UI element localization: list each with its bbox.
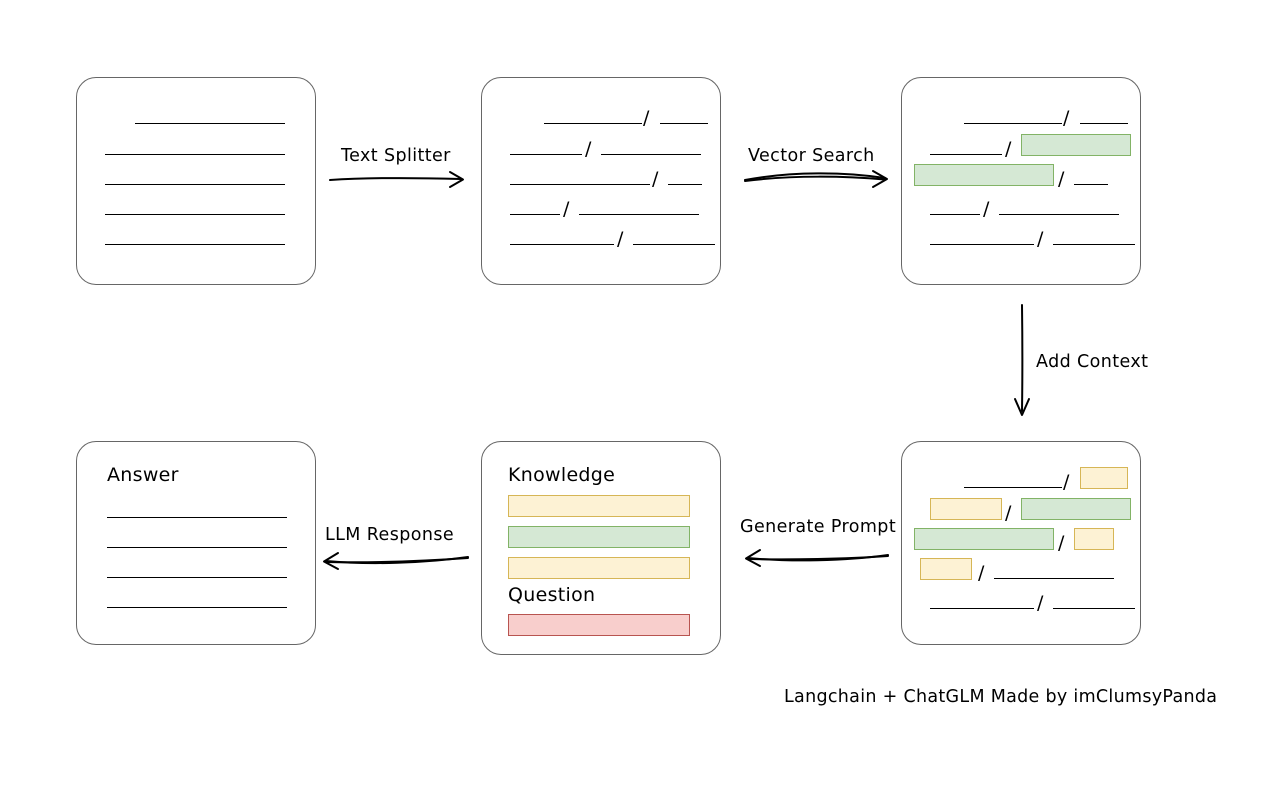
retrieved-chunk-highlight[interactable] — [914, 528, 1054, 550]
retrieved-chunk-highlight[interactable] — [1021, 134, 1131, 156]
chunk-rule — [510, 154, 582, 155]
answer-box[interactable]: Answer — [76, 441, 316, 645]
arrow-generate-prompt — [745, 549, 889, 567]
split-document-box[interactable]: / / / / / — [481, 77, 721, 285]
chunk-separator: / — [1037, 592, 1044, 614]
arrow-label-add-context: Add Context — [1036, 352, 1149, 372]
chunk-rule — [579, 214, 699, 215]
chunk-rule — [930, 244, 1034, 245]
arrow-vector-search — [744, 170, 888, 188]
chunk-separator: / — [643, 107, 650, 129]
knowledge-bar[interactable] — [508, 557, 690, 579]
answer-line — [107, 577, 287, 578]
answer-line — [107, 517, 287, 518]
chunk-rule — [994, 578, 1114, 579]
prompt-box[interactable]: Knowledge Question — [481, 441, 721, 655]
document-line — [105, 154, 285, 155]
answer-line — [107, 547, 287, 548]
chunk-rule — [1080, 123, 1128, 124]
knowledge-bar[interactable] — [508, 495, 690, 517]
context-chunk-highlight[interactable] — [930, 498, 1002, 520]
retrieved-chunk-highlight[interactable] — [1021, 498, 1131, 520]
chunk-separator: / — [585, 138, 592, 160]
search-result-box[interactable]: / / / / / — [901, 77, 1141, 285]
knowledge-label: Knowledge — [508, 464, 616, 486]
chunk-separator: / — [1063, 107, 1070, 129]
chunk-rule — [1053, 608, 1135, 609]
chunk-rule — [544, 123, 642, 124]
chunk-separator: / — [978, 562, 985, 584]
arrow-label-generate-prompt: Generate Prompt — [740, 517, 897, 537]
chunk-separator: / — [1058, 168, 1065, 190]
arrow-text-splitter — [329, 171, 464, 188]
context-chunk-highlight[interactable] — [920, 558, 972, 580]
chunk-separator: / — [652, 168, 659, 190]
chunk-separator: / — [1037, 228, 1044, 250]
arrow-llm-response — [323, 552, 469, 570]
chunk-rule — [930, 154, 1002, 155]
question-bar[interactable] — [508, 614, 690, 636]
chunk-separator: / — [1005, 138, 1012, 160]
arrow-add-context — [1014, 304, 1030, 416]
chunk-rule — [633, 244, 715, 245]
chunk-rule — [1074, 184, 1108, 185]
document-line — [105, 244, 285, 245]
question-label: Question — [508, 584, 596, 606]
footer-credit: Langchain + ChatGLM Made by imClumsyPand… — [784, 687, 1218, 707]
chunk-separator: / — [563, 198, 570, 220]
chunk-rule — [601, 154, 701, 155]
chunk-rule — [930, 608, 1034, 609]
chunk-rule — [660, 123, 708, 124]
source-document-box[interactable] — [76, 77, 316, 285]
chunk-rule — [964, 123, 1062, 124]
chunk-separator: / — [1005, 502, 1012, 524]
arrow-label-llm-response: LLM Response — [325, 525, 455, 545]
chunk-rule — [930, 214, 980, 215]
context-chunk-highlight[interactable] — [1080, 467, 1128, 489]
document-line — [135, 123, 285, 124]
chunk-rule — [668, 184, 702, 185]
chunk-rule — [999, 214, 1119, 215]
chunk-rule — [1053, 244, 1135, 245]
chunk-rule — [510, 244, 614, 245]
context-document-box[interactable]: / / / / / — [901, 441, 1141, 645]
document-line — [105, 184, 285, 185]
chunk-separator: / — [983, 198, 990, 220]
answer-label: Answer — [107, 464, 179, 486]
arrow-label-text-splitter: Text Splitter — [341, 146, 451, 166]
chunk-rule — [510, 184, 650, 185]
chunk-rule — [964, 487, 1062, 488]
retrieved-chunk-highlight[interactable] — [914, 164, 1054, 186]
knowledge-bar[interactable] — [508, 526, 690, 548]
chunk-separator: / — [1063, 471, 1070, 493]
answer-line — [107, 607, 287, 608]
chunk-rule — [510, 214, 560, 215]
context-chunk-highlight[interactable] — [1074, 528, 1114, 550]
document-line — [105, 214, 285, 215]
chunk-separator: / — [617, 228, 624, 250]
chunk-separator: / — [1058, 532, 1065, 554]
arrow-label-vector-search: Vector Search — [748, 146, 875, 166]
